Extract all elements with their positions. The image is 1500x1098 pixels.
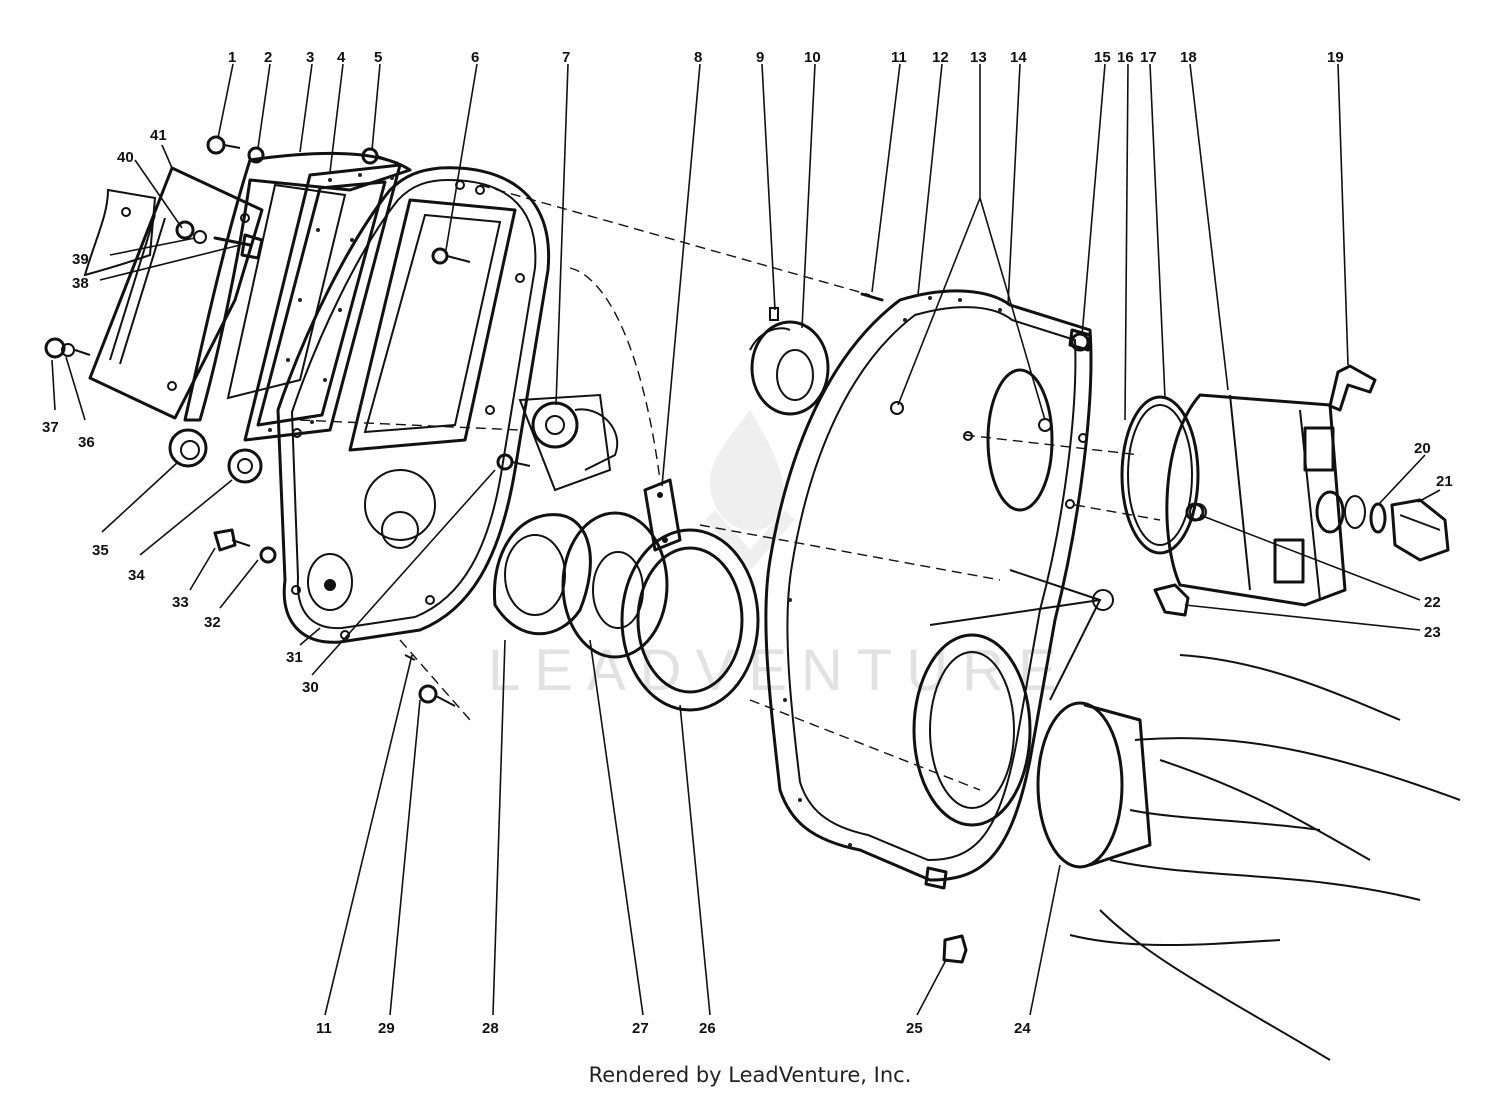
callout-numbers: 1 2 3 4 5 6 7 8 9 10 11 12 13 14 15 16 1… <box>42 49 1453 1037</box>
callout-39: 39 <box>72 251 89 268</box>
drive-sprocket-27 <box>561 511 669 659</box>
hose-fitting-21 <box>1390 498 1450 562</box>
callout-1: 1 <box>228 49 236 66</box>
callout-6: 6 <box>471 49 479 66</box>
main-housing-14 <box>764 289 1114 890</box>
o-ring-17 <box>1120 395 1200 555</box>
callout-8: 8 <box>694 49 702 66</box>
shield-tab-39 <box>83 188 157 277</box>
callout-31: 31 <box>286 649 303 666</box>
callout-17: 17 <box>1140 49 1157 66</box>
callout-13: 13 <box>970 49 987 66</box>
callout-7: 7 <box>562 49 570 66</box>
callout-16: 16 <box>1117 49 1134 66</box>
callout-5: 5 <box>374 49 382 66</box>
callout-20: 20 <box>1414 440 1431 457</box>
footer-credit: Rendered by LeadVenture, Inc. <box>588 1063 912 1087</box>
callout-27: 27 <box>632 1020 649 1037</box>
pin-11-upper <box>860 292 884 302</box>
callout-26: 26 <box>699 1020 716 1037</box>
spacer-plate-28 <box>492 513 592 636</box>
callout-41: 41 <box>150 127 167 144</box>
o-ring-20 <box>1369 502 1387 534</box>
callout-33: 33 <box>172 594 189 611</box>
callout-38: 38 <box>72 275 89 292</box>
callout-19: 19 <box>1327 49 1344 66</box>
callout-23: 23 <box>1424 624 1441 641</box>
seal-collar-24 <box>1036 701 1152 869</box>
leader-lines <box>51 63 1441 1016</box>
gasket-3 <box>183 151 412 422</box>
callout-35: 35 <box>92 542 109 559</box>
callout-24: 24 <box>1014 1020 1031 1037</box>
callout-32: 32 <box>204 614 221 631</box>
callout-12: 12 <box>932 49 949 66</box>
callout-25: 25 <box>906 1020 923 1037</box>
elbow-fitting-19 <box>1328 364 1377 412</box>
callout-28: 28 <box>482 1020 499 1037</box>
callout-34: 34 <box>128 567 145 584</box>
bearing-ring-26 <box>620 528 760 712</box>
front-cover-31 <box>276 166 551 644</box>
watermark-logo <box>704 410 796 571</box>
square-plug-23 <box>1153 583 1190 617</box>
callout-18: 18 <box>1180 49 1197 66</box>
callout-36: 36 <box>78 434 95 451</box>
callout-29: 29 <box>378 1020 395 1037</box>
callout-11-upper: 11 <box>891 49 907 66</box>
square-plug-25 <box>942 934 968 964</box>
callout-22: 22 <box>1424 594 1441 611</box>
bolt-30 <box>496 453 531 471</box>
fasteners <box>44 135 1205 707</box>
callout-11-lower: 11 <box>316 1020 332 1037</box>
callout-10: 10 <box>804 49 821 66</box>
callout-2: 2 <box>264 49 272 66</box>
tine-shaft-outline <box>1069 654 1461 1061</box>
callout-15: 15 <box>1094 49 1111 66</box>
callout-14: 14 <box>1010 49 1027 66</box>
speckled-gasket-4 <box>243 163 402 442</box>
callout-30: 30 <box>302 679 319 696</box>
idler-sprocket-7 <box>518 393 619 492</box>
upper-sprocket-10 <box>749 307 830 416</box>
callout-3: 3 <box>306 49 314 66</box>
callout-9: 9 <box>756 49 764 66</box>
callout-4: 4 <box>337 49 346 66</box>
callout-40: 40 <box>117 149 134 166</box>
chain-link-8 <box>643 478 682 552</box>
callout-37: 37 <box>42 419 59 436</box>
callout-21: 21 <box>1436 473 1453 490</box>
watermark-text: LEADVENTURE <box>488 638 1071 703</box>
